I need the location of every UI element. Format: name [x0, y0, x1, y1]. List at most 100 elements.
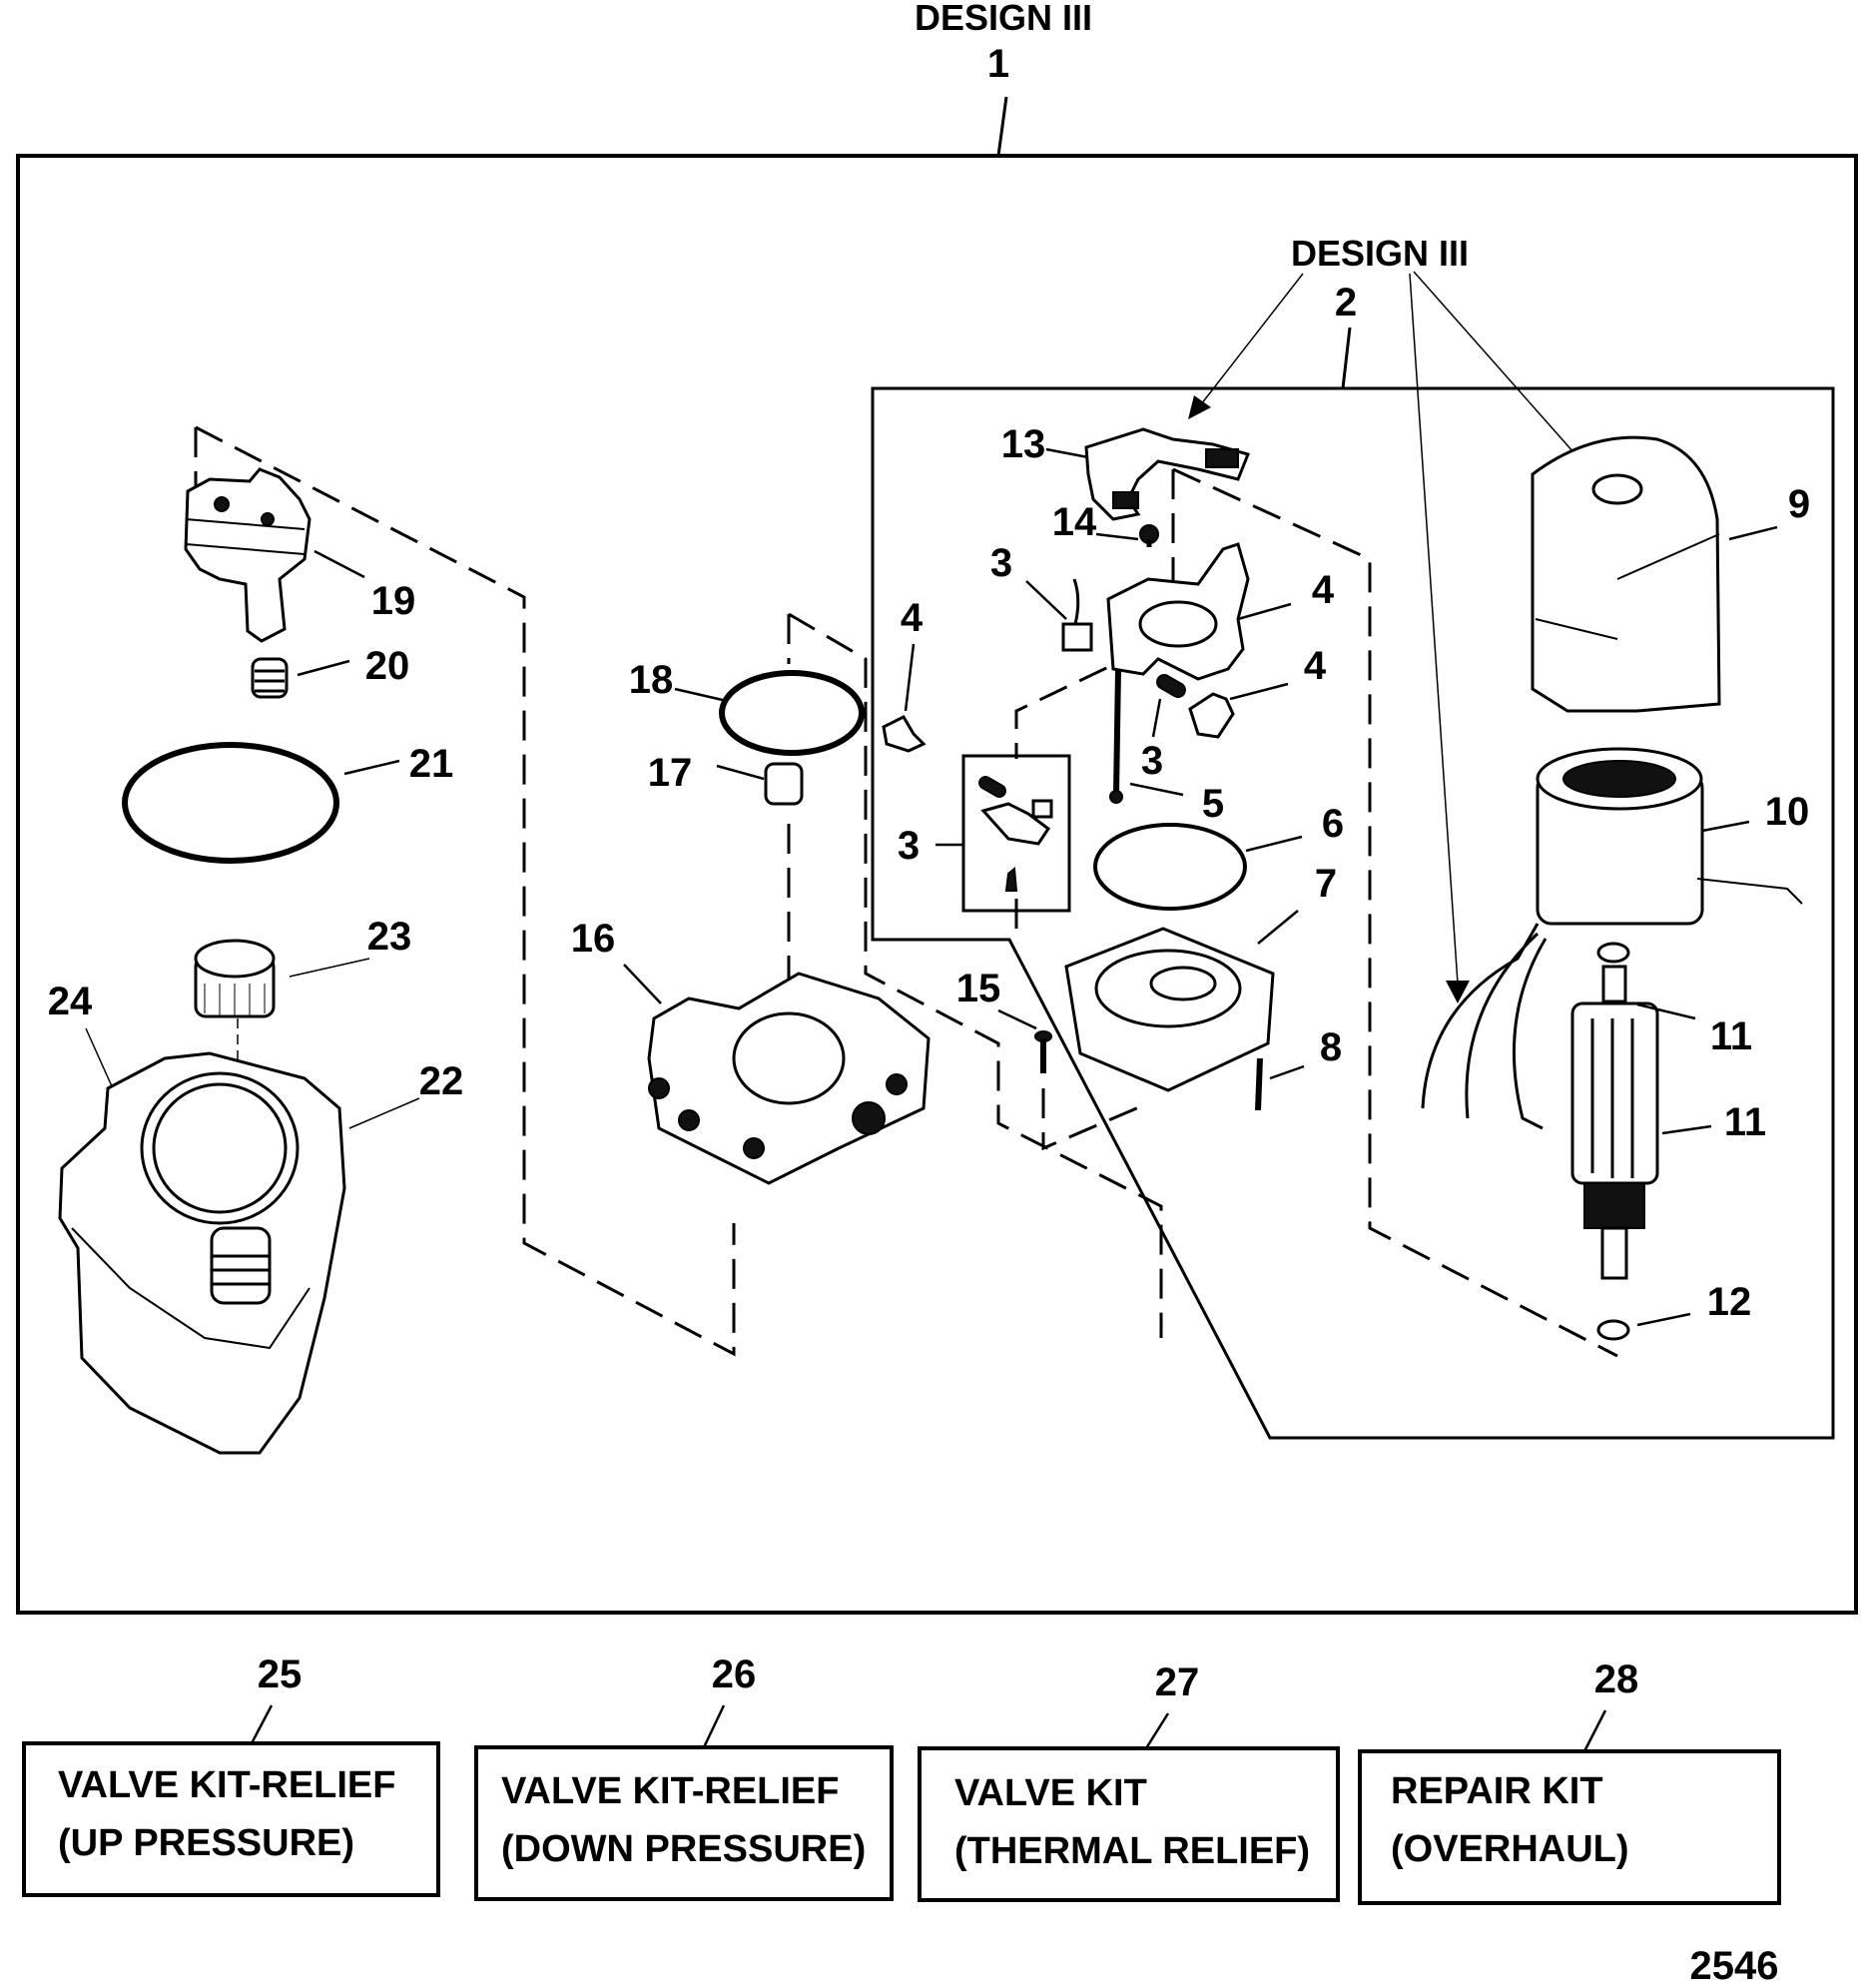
- part-end-cap-7: [1064, 927, 1275, 1092]
- part-brush-kit-inset: [961, 754, 1071, 913]
- callout-4a: 4: [901, 596, 924, 712]
- kit-line1: VALVE KIT-RELIEF: [501, 1770, 840, 1812]
- callout-22: 22: [348, 1059, 463, 1129]
- callout-19: 19: [313, 549, 416, 623]
- callout-7: 7: [1257, 862, 1337, 945]
- figure-number: 2546: [1690, 1944, 1779, 1988]
- callout-11b: 12: [1636, 1280, 1752, 1327]
- kit-28: 28 REPAIR KIT (OVERHAUL): [1358, 1657, 1781, 1905]
- part-rod-5: [1109, 668, 1123, 804]
- kit-line1: VALVE KIT-RELIEF: [58, 1764, 396, 1806]
- kit-box: [1358, 1749, 1781, 1905]
- kit-number: 27: [1155, 1660, 1200, 1704]
- part-manifold: [647, 972, 931, 1185]
- leader-1: [996, 96, 1008, 157]
- kit-number: 25: [258, 1653, 303, 1696]
- svg-text:4: 4: [901, 596, 924, 640]
- design-title: DESIGN III: [915, 0, 1092, 38]
- callout-20: 20: [297, 644, 410, 688]
- part-brush-plate-13: [1084, 427, 1251, 521]
- svg-text:20: 20: [365, 644, 410, 688]
- callout-14: 14: [1052, 500, 1139, 544]
- design-pointer-13: [1200, 273, 1304, 405]
- part-washer-11a: [1596, 942, 1630, 964]
- part-wire-harness: [1421, 923, 1548, 1130]
- svg-text:7: 7: [1315, 862, 1337, 906]
- callout-21: 21: [343, 742, 454, 786]
- svg-text:19: 19: [371, 579, 416, 623]
- svg-text:9: 9: [1788, 482, 1810, 526]
- part-pump: [184, 467, 311, 643]
- subassembly-design-label: DESIGN III: [1291, 233, 1469, 274]
- kit-number: 26: [712, 1653, 757, 1696]
- svg-text:17: 17: [648, 751, 693, 795]
- alignment-line-screw: [1041, 1088, 1149, 1151]
- callout-2: 2: [1335, 281, 1357, 325]
- kit-line2: (UP PRESSURE): [58, 1822, 354, 1864]
- callout-15: 15: [956, 967, 1037, 1030]
- svg-text:3: 3: [1141, 739, 1163, 783]
- part-screw-14: [1139, 524, 1159, 547]
- svg-text:23: 23: [367, 915, 412, 959]
- part-filter: [251, 657, 289, 699]
- svg-text:24: 24: [48, 980, 93, 1023]
- design-pointer-wires: [1409, 273, 1459, 985]
- svg-text:15: 15: [956, 967, 1001, 1010]
- callout-18: 18: [629, 658, 728, 703]
- part-stator-10: [1536, 747, 1803, 926]
- svg-text:4: 4: [1312, 568, 1335, 612]
- svg-text:14: 14: [1052, 500, 1097, 544]
- callout-11a: 11: [1636, 1002, 1752, 1058]
- svg-text:4: 4: [1304, 644, 1327, 688]
- kit-number: 28: [1594, 1657, 1639, 1701]
- callout-3a: 3: [990, 541, 1067, 620]
- alignment-line-brush: [1014, 467, 1618, 1358]
- svg-text:6: 6: [1322, 802, 1344, 846]
- kit-25: 25 VALVE KIT-RELIEF (UP PRESSURE): [22, 1653, 440, 1897]
- callout-3b: 3: [1141, 698, 1163, 783]
- callout-1: 1: [987, 42, 1009, 86]
- svg-text:3: 3: [990, 541, 1012, 585]
- part-spring-3: [1156, 674, 1186, 698]
- callout-4b: 4: [1237, 568, 1335, 621]
- part-motor-cover-9: [1531, 435, 1721, 713]
- outer-assembly-box: [16, 154, 1858, 1615]
- kit-box: [22, 1741, 440, 1897]
- kit-line1: VALVE KIT: [954, 1772, 1147, 1814]
- kit-27: 27 VALVE KIT (THERMAL RELIEF): [918, 1660, 1340, 1902]
- svg-text:10: 10: [1765, 790, 1810, 834]
- svg-text:12: 12: [1707, 1280, 1752, 1324]
- kit-line1: REPAIR KIT: [1391, 1770, 1603, 1812]
- leader-2: [1341, 327, 1352, 389]
- kit-box: [918, 1746, 1340, 1902]
- arrow-head-icon: [1188, 395, 1211, 419]
- svg-text:16: 16: [571, 917, 616, 961]
- design-pointer-cover: [1413, 271, 1598, 480]
- part-fill-cap: [194, 939, 276, 1018]
- svg-text:5: 5: [1202, 782, 1224, 826]
- svg-text:21: 21: [409, 742, 454, 786]
- callout-13: 13: [1001, 422, 1089, 466]
- kit-line2: (DOWN PRESSURE): [501, 1828, 866, 1870]
- callout-12: 11: [1661, 1100, 1766, 1144]
- part-clip-4b: [1188, 692, 1235, 739]
- svg-text:18: 18: [629, 658, 674, 702]
- svg-text:11: 11: [1710, 1014, 1752, 1058]
- part-washer-11b: [1596, 1319, 1630, 1341]
- part-valve-17: [764, 762, 804, 806]
- callout-24: 24: [48, 980, 113, 1087]
- callout-10: 10: [1701, 790, 1810, 834]
- kit-line2: (OVERHAUL): [1391, 1828, 1629, 1870]
- callout-17: 17: [648, 751, 765, 795]
- svg-text:11: 11: [1724, 1100, 1766, 1144]
- callout-5: 5: [1129, 782, 1224, 826]
- part-clip-4a: [882, 715, 927, 753]
- callout-23: 23: [289, 915, 412, 978]
- kit-box: [474, 1745, 894, 1901]
- part-gasket-6: [1093, 823, 1247, 911]
- kit-26: 26 VALVE KIT-RELIEF (DOWN PRESSURE): [474, 1653, 894, 1901]
- svg-text:3: 3: [898, 824, 920, 868]
- part-reservoir: [58, 1051, 346, 1455]
- arrow-head-icon: [1446, 981, 1470, 1003]
